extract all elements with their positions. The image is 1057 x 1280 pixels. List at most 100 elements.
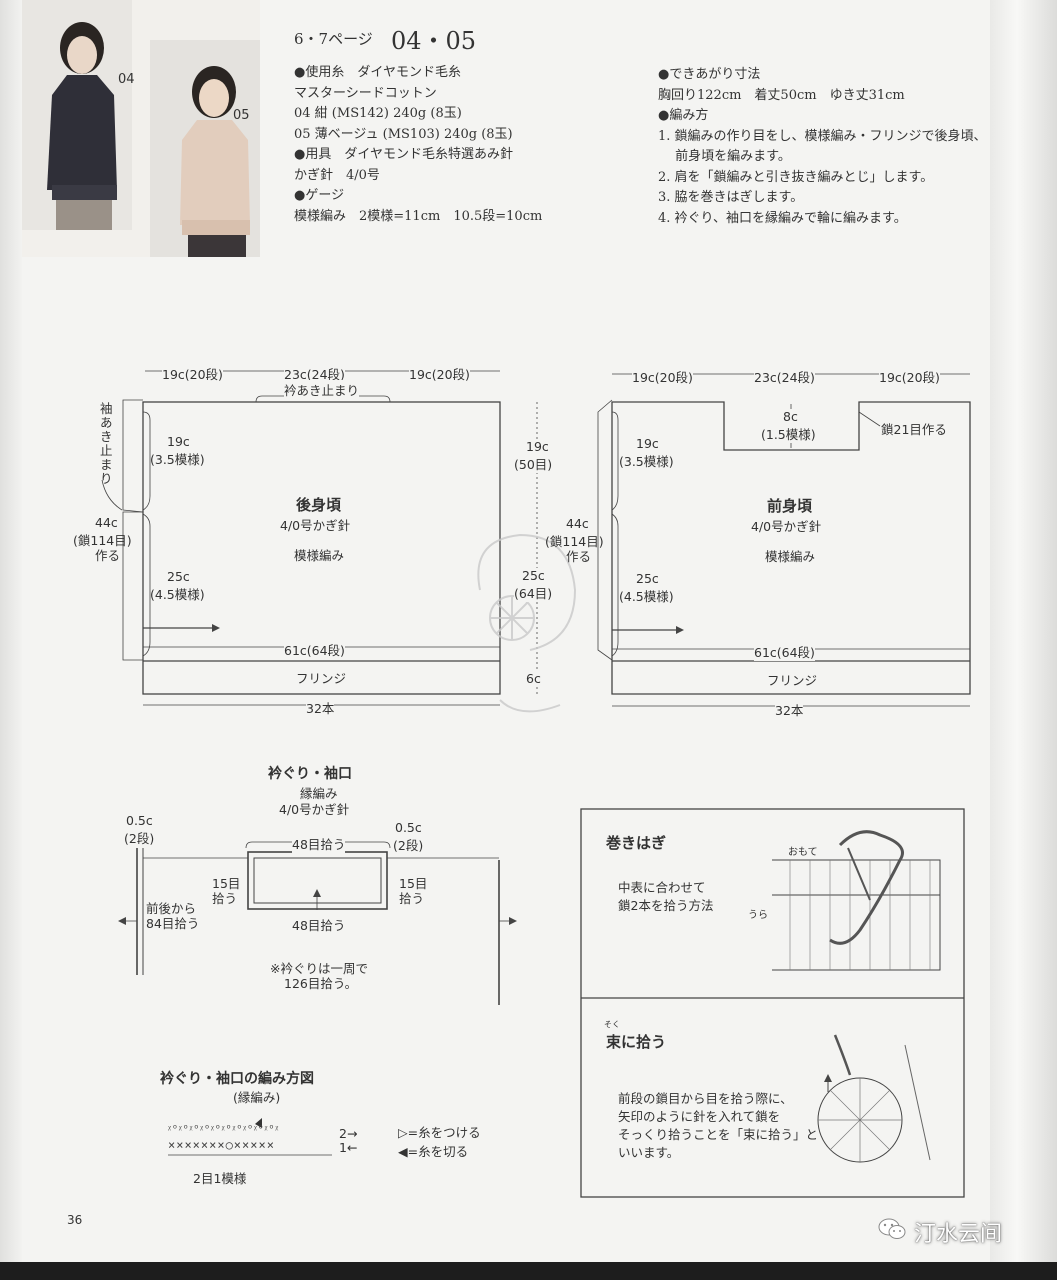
- back-width-b: (鎖114目): [73, 533, 132, 548]
- edging-chart-title: 衿ぐり・袖口の編み方図: [160, 1071, 314, 1087]
- edging-row-2-label: 2→: [339, 1126, 358, 1141]
- front-lower-side-sub: (4.5模様): [619, 589, 674, 604]
- front-neck-chain: 鎖21目作る: [881, 422, 947, 437]
- back-neck-stop: 衿あき止まり: [284, 380, 360, 399]
- gauge-heading: ●ゲージ: [294, 188, 345, 203]
- back-fringe-count: 32本: [306, 698, 335, 717]
- materials-block: ●使用糸 ダイヤモンド毛糸 マスターシードコットン 04 紺 (MS142) 2…: [294, 63, 634, 227]
- finished-heading: ●できあがり寸法: [658, 67, 761, 82]
- tool: かぎ針 4/0号: [294, 167, 380, 183]
- neckline-right-a: 0.5c: [395, 820, 422, 835]
- whip-label-front: おもて: [788, 847, 818, 858]
- edging-repeat: 2目1模様: [193, 1171, 247, 1186]
- whip-stitch-text2: 鎖2本を拾う方法: [618, 898, 714, 913]
- neckline-note-b: 126目拾う。: [284, 976, 358, 991]
- page-number: 36: [67, 1213, 83, 1227]
- tool-heading: ●用具 ダイヤモンド毛糸特選あみ針: [294, 147, 513, 162]
- cut-yarn-icon: ◀: [398, 1144, 408, 1159]
- method-step: 1. 鎖編みの作り目をし、模様編み・フリンジで後身頃、: [658, 128, 987, 144]
- page-left-edge: [0, 0, 22, 1280]
- neckline-side-right-a: 15目: [399, 876, 428, 891]
- method-step: 2. 肩を「鎖編みと引き抜き編みとじ」します。: [658, 169, 934, 185]
- photo-label-04: 04: [118, 72, 135, 87]
- neckline-side-right-b: 拾う: [399, 891, 425, 906]
- back-panel-title: 後身頃: [296, 496, 342, 514]
- edging-row-1-label: 1←: [339, 1140, 358, 1155]
- model-photo: 04 05: [22, 0, 260, 257]
- front-width-a: 44c: [566, 516, 589, 531]
- front-dim-center: 23c(24段): [754, 367, 815, 386]
- back-dim-center: 23c(24段): [284, 364, 345, 383]
- back-right-fringe: 6c: [526, 671, 541, 686]
- flower-watermark: [477, 533, 577, 713]
- front-width-c: 作る: [566, 549, 592, 564]
- bundle-text2: 矢印のように針を入れて鎖を: [618, 1109, 781, 1124]
- back-right-lower: 25c: [522, 568, 545, 583]
- edging-row-1-symbols: ×××××××○×××××: [168, 1138, 275, 1152]
- back-upper-side: 19c: [167, 434, 190, 449]
- neckline-left-a: 0.5c: [126, 813, 153, 828]
- front-dim-right: 19c(20段): [879, 367, 940, 386]
- finished-sizes: 胸回り122cm 着丈50cm ゆき丈31cm: [658, 87, 905, 103]
- model-photo-illustration: [22, 0, 260, 257]
- bundle-text1: 前段の鎖目から目を拾う際に、: [618, 1091, 793, 1106]
- back-width-c: 作る: [95, 548, 121, 563]
- yarn-heading: ●使用糸 ダイヤモンド毛糸: [294, 65, 461, 80]
- neckline-left-b: (2段): [124, 831, 155, 846]
- page-reference: 6・7ページ: [294, 30, 373, 48]
- back-right-lower-sub: (64目): [514, 583, 553, 602]
- pattern-numbers: 04・05: [391, 27, 477, 55]
- method-heading: ●編み方: [658, 108, 709, 123]
- back-dim-left: 19c(20段): [162, 364, 223, 383]
- front-stitch: 模様編み: [765, 549, 816, 564]
- front-upper-side: 19c: [636, 436, 659, 451]
- whip-stitch-title: 巻きはぎ: [606, 834, 667, 852]
- neckline-side-left-a: 15目: [212, 876, 241, 891]
- front-upper-side-sub: (3.5模様): [619, 454, 674, 469]
- book-spine: [990, 0, 1057, 1280]
- back-upper-side-sub: (3.5模様): [150, 452, 205, 467]
- back-stitch: 模様編み: [294, 548, 345, 563]
- scan-bottom-edge: [0, 1262, 1057, 1280]
- neckline-note-a: ※衿ぐりは一周で: [270, 961, 368, 976]
- bundle-ruby: そく: [604, 1020, 620, 1029]
- back-fringe: フリンジ: [296, 671, 347, 686]
- bundle-text3: そっくり拾うことを「束に拾う」と: [618, 1127, 819, 1142]
- neckline-sleeve-a: 前後から: [146, 901, 197, 916]
- legend-join: ▷=糸をつける: [398, 1125, 481, 1140]
- edging-row-2-symbols: ᵡᵒᵡᵒᵡᵒᵡᵒᵡᵒᵡᵒᵡᵒᵡᵒᵡᵒᵡᵒᵡ: [168, 1122, 279, 1135]
- back-width-a: 44c: [95, 515, 118, 530]
- yarn-05: 05 薄ベージュ (MS103) 240g (8玉): [294, 126, 513, 142]
- bundle-title: 束に拾う: [606, 1033, 667, 1051]
- edging-chart-sub: (縁編み): [233, 1090, 281, 1105]
- neckline-bottom: 48目拾う: [292, 918, 346, 933]
- method-step: 3. 脇を巻きはぎします。: [658, 190, 804, 205]
- front-dim-left: 19c(20段): [632, 367, 693, 386]
- legend-cut: ◀=糸を切る: [398, 1144, 469, 1159]
- method-step: 前身頃を編みます。: [658, 149, 791, 164]
- front-hook: 4/0号かぎ針: [751, 519, 822, 534]
- gauge: 模様編み 2模様=11cm 10.5段=10cm: [294, 208, 543, 224]
- watermark-text: 汀水云间: [914, 1222, 1003, 1247]
- back-lower-side: 25c: [167, 569, 190, 584]
- front-fringe: フリンジ: [767, 673, 818, 688]
- neckline-right-b: (2段): [393, 838, 424, 853]
- back-hook: 4/0号かぎ針: [280, 518, 351, 533]
- finished-block: ●できあがり寸法 胸回り122cm 着丈50cm ゆき丈31cm ●編み方 1.…: [658, 65, 988, 229]
- yarn-04: 04 紺 (MS142) 240g (8玉): [294, 106, 462, 121]
- front-width-b: (鎖114目): [545, 534, 604, 549]
- wechat-icon: [878, 1218, 906, 1240]
- photo-label-05: 05: [233, 108, 250, 123]
- neckline-sleeve-b: 84目拾う: [146, 916, 200, 931]
- join-yarn-icon: ▷: [398, 1125, 408, 1140]
- back-sleeve-stop: 袖あき止まり: [100, 401, 113, 486]
- neckline-side-left-b: 拾う: [212, 891, 238, 906]
- back-right-upper-sub: (50目): [514, 454, 553, 473]
- back-dim-right: 19c(20段): [409, 364, 470, 383]
- method-step: 4. 衿ぐり、袖口を縁編みで輪に編みます。: [658, 210, 907, 226]
- neckline-top: 48目拾う: [292, 834, 346, 853]
- whip-label-back: うら: [748, 910, 768, 921]
- neckline-title: 衿ぐり・袖口: [268, 766, 352, 782]
- front-fringe-count: 32本: [775, 700, 804, 719]
